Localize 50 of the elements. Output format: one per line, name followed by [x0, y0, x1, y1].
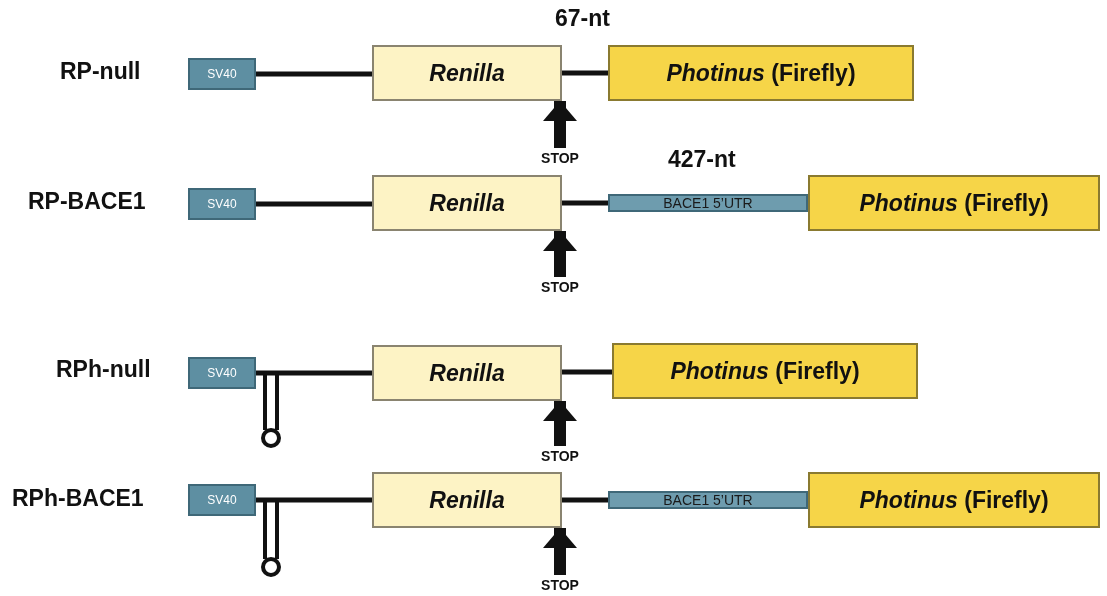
arrow [543, 401, 577, 446]
connector-line [562, 70, 608, 76]
connector-line [256, 201, 372, 207]
connector-line [562, 497, 608, 503]
gene-label: Renilla [429, 189, 505, 217]
utr-label: BACE1 5’UTR [663, 195, 753, 211]
length-label: 67-nt [555, 5, 610, 32]
arrow [543, 101, 577, 148]
promoter-label: SV40 [207, 493, 237, 507]
gene-label: Renilla [429, 486, 505, 514]
gene-box [372, 175, 562, 231]
promoter-box [188, 357, 256, 389]
promoter-label: SV40 [207, 197, 237, 211]
promoter-box [188, 58, 256, 90]
promoter-box [188, 484, 256, 516]
gene-label: Photinus (Firefly) [859, 486, 1049, 514]
stop-label: STOP [535, 277, 585, 297]
gene-box [372, 345, 562, 401]
utr-label: BACE1 5’UTR [663, 492, 753, 508]
promoter-label: SV40 [207, 366, 237, 380]
construct-label: RP-BACE1 [28, 188, 146, 215]
arrow [543, 231, 577, 277]
connector-line [562, 369, 612, 375]
stop-label: STOP [535, 148, 585, 168]
utr-box [608, 491, 808, 509]
promoter-label: SV40 [207, 67, 237, 81]
gene-label: Photinus (Firefly) [666, 59, 856, 87]
construct-label: RPh-BACE1 [12, 485, 144, 512]
gene-box [608, 45, 914, 101]
gene-label: Photinus (Firefly) [859, 189, 1049, 217]
connector-line [256, 71, 372, 77]
stop-label: STOP [535, 575, 585, 595]
connector-line [562, 200, 608, 206]
construct-label: RP-null [60, 58, 141, 85]
gene-box [372, 472, 562, 528]
gene-box [808, 175, 1100, 231]
stop-label: STOP [535, 446, 585, 466]
construct-label: RPh-null [56, 356, 151, 383]
gene-box [808, 472, 1100, 528]
gene-box [612, 343, 918, 399]
utr-box [608, 194, 808, 212]
gene-box [372, 45, 562, 101]
arrow [543, 528, 577, 575]
gene-label: Photinus (Firefly) [670, 357, 860, 385]
connector-line [256, 497, 372, 503]
length-label: 427-nt [668, 146, 736, 173]
gene-label: Renilla [429, 59, 505, 87]
gene-label: Renilla [429, 359, 505, 387]
promoter-box [188, 188, 256, 220]
connector-line [256, 370, 372, 376]
